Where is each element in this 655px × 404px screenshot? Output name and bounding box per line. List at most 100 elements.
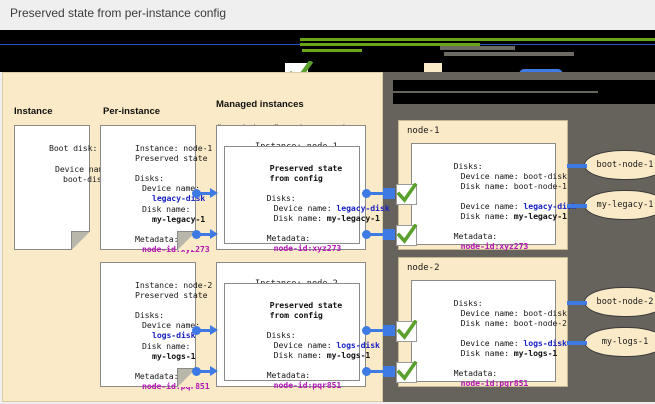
per-instance-config-card-node-2: Instance: node-2 Preserved state Disks: …	[100, 262, 212, 391]
legend-band-redacted	[0, 30, 655, 72]
node-extra-disk-label: Disk name:	[460, 347, 514, 358]
legend-blue-blob	[519, 69, 563, 72]
node-metadata-value: node-id:xyz273	[460, 240, 529, 251]
disk-cylinder-boot-node-1: boot-node-1	[584, 150, 655, 180]
managed-metadata-value: node-id:pqr851	[273, 379, 342, 390]
connector-wire	[199, 329, 211, 332]
node-disks-label: Disks:	[453, 297, 483, 308]
managed-metadata-label: Metadata:	[266, 369, 311, 380]
connector-arrow	[210, 229, 218, 239]
preserved-state-title-1: Preserved state	[269, 162, 343, 173]
connector-wire	[199, 370, 211, 373]
node-name: node-1	[407, 126, 440, 136]
check-icon	[289, 61, 313, 72]
connector-square	[383, 229, 395, 240]
disk-wire	[567, 204, 587, 208]
connector-arrow	[210, 325, 218, 335]
preserved-state-inner-card: Preserved state from config Disks: Devic…	[224, 146, 390, 253]
caption-bar: Preserved state from per-instance config	[0, 0, 655, 30]
managed-instance-card-node-1: Instance: node-1 Preserved state from co…	[216, 125, 390, 253]
dark-panel-heading-redaction-3	[598, 80, 655, 104]
disk-cylinder-my-legacy-1: my-legacy-1	[584, 190, 655, 220]
config-device-name-label: Device name:	[141, 319, 200, 330]
check-icon	[396, 320, 418, 340]
managed-disks-label: Disks:	[266, 329, 296, 340]
managed-metadata-label: Metadata:	[266, 232, 311, 243]
diagram-canvas: Instance template Per-instance configs M…	[0, 72, 655, 404]
config-disk-name-label: Disk name:	[141, 203, 191, 214]
connector-arrow	[210, 366, 218, 376]
preserved-state-title-2: from config	[269, 309, 323, 320]
page-fold-corner	[177, 231, 196, 250]
node-name: node-2	[407, 263, 440, 273]
config-instance-label: Instance: node-1	[134, 142, 213, 153]
connector-dot	[362, 189, 371, 198]
managed-instance-card-node-2: Instance: node-2 Preserved state from co…	[216, 262, 380, 390]
legend-gray-line-1	[440, 46, 515, 50]
disk-label: boot-node-1	[596, 160, 654, 170]
device-name-value: boot-disk	[62, 173, 107, 184]
connector-wire	[369, 192, 383, 195]
connector-wire	[369, 370, 383, 373]
config-disks-label: Disks:	[134, 309, 164, 320]
disk-label: my-logs-1	[601, 337, 649, 347]
node-metadata-label: Metadata:	[453, 230, 498, 241]
connector-dot	[362, 326, 371, 335]
legend-blue-line	[575, 44, 655, 45]
preserved-state-title-2: from config	[269, 172, 323, 183]
page-title: Preserved state from per-instance config	[10, 6, 227, 20]
config-disk-name-value: my-legacy-1	[151, 213, 206, 224]
node-extra-disk-value: my-logs-1	[513, 347, 558, 358]
boot-disk-label: Boot disk:	[48, 142, 98, 153]
connector-dot	[192, 189, 201, 198]
node-extra-device-label: Device name:	[460, 337, 524, 348]
node-card-node-2: node-2 Disks: Device name: boot-disk Dis…	[398, 257, 568, 388]
config-metadata-value: node-id:pqr851	[141, 380, 210, 391]
disk-wire	[567, 164, 587, 168]
legend-gray-line-2	[444, 52, 574, 56]
managed-device-name-label: Device name:	[273, 202, 337, 213]
connector-dot	[362, 230, 371, 239]
connector-wire	[369, 233, 383, 236]
disk-cylinder-boot-node-2: boot-node-2	[584, 287, 655, 317]
node-boot-disk-line: Disk name: boot-node-1	[460, 180, 567, 191]
node-extra-device-value: logs-disk	[523, 337, 567, 348]
disk-wire	[567, 341, 587, 345]
check-icon	[396, 361, 418, 381]
dark-panel-heading-redaction-2	[393, 93, 598, 104]
connector-dot	[192, 230, 201, 239]
node-extra-disk-label: Disk name:	[460, 210, 514, 221]
legend-green-line-1	[300, 38, 655, 41]
per-instance-config-card-node-1: Instance: node-1 Preserved state Disks: …	[100, 125, 212, 254]
connector-dot	[192, 326, 201, 335]
managed-metadata-value: node-id:xyz273	[273, 242, 342, 253]
legend-green-line-3	[302, 49, 362, 52]
config-disks-label: Disks:	[134, 172, 164, 183]
disk-cylinder-my-logs-1: my-logs-1	[584, 327, 655, 357]
config-preserved-state-label: Preserved state	[134, 152, 208, 163]
config-device-name-value: logs-disk	[151, 329, 196, 340]
managed-disks-label: Disks:	[266, 192, 296, 203]
node-extra-device-value: legacy-disk	[523, 200, 577, 211]
check-icon	[396, 224, 418, 244]
disk-label: my-legacy-1	[596, 200, 654, 210]
connector-square	[383, 366, 395, 377]
node-boot-device-line: Device name: boot-disk	[460, 170, 567, 181]
node-extra-disk-value: my-legacy-1	[513, 210, 567, 221]
managed-device-name-label: Device name:	[273, 339, 337, 350]
managed-disk-name-label: Disk name:	[273, 349, 327, 360]
page-fold-corner	[71, 231, 90, 250]
dark-panel-heading-redaction-1	[393, 80, 651, 91]
instance-template-card: Boot disk: Device name: boot-disk	[14, 125, 113, 250]
connector-wire	[369, 329, 383, 332]
node-extra-device-label: Device name:	[460, 200, 524, 211]
page-fold-corner	[177, 368, 196, 387]
node-details-card: Disks: Device name: boot-disk Disk name:…	[411, 280, 567, 388]
legend-cream-swatch	[424, 63, 442, 72]
connector-dot	[362, 367, 371, 376]
config-disk-name-value: my-logs-1	[151, 350, 196, 361]
config-disk-name-label: Disk name:	[141, 340, 191, 351]
config-metadata-label: Metadata:	[134, 233, 179, 244]
connector-dot	[192, 367, 201, 376]
managed-disk-name-value: my-legacy-1	[326, 212, 380, 223]
